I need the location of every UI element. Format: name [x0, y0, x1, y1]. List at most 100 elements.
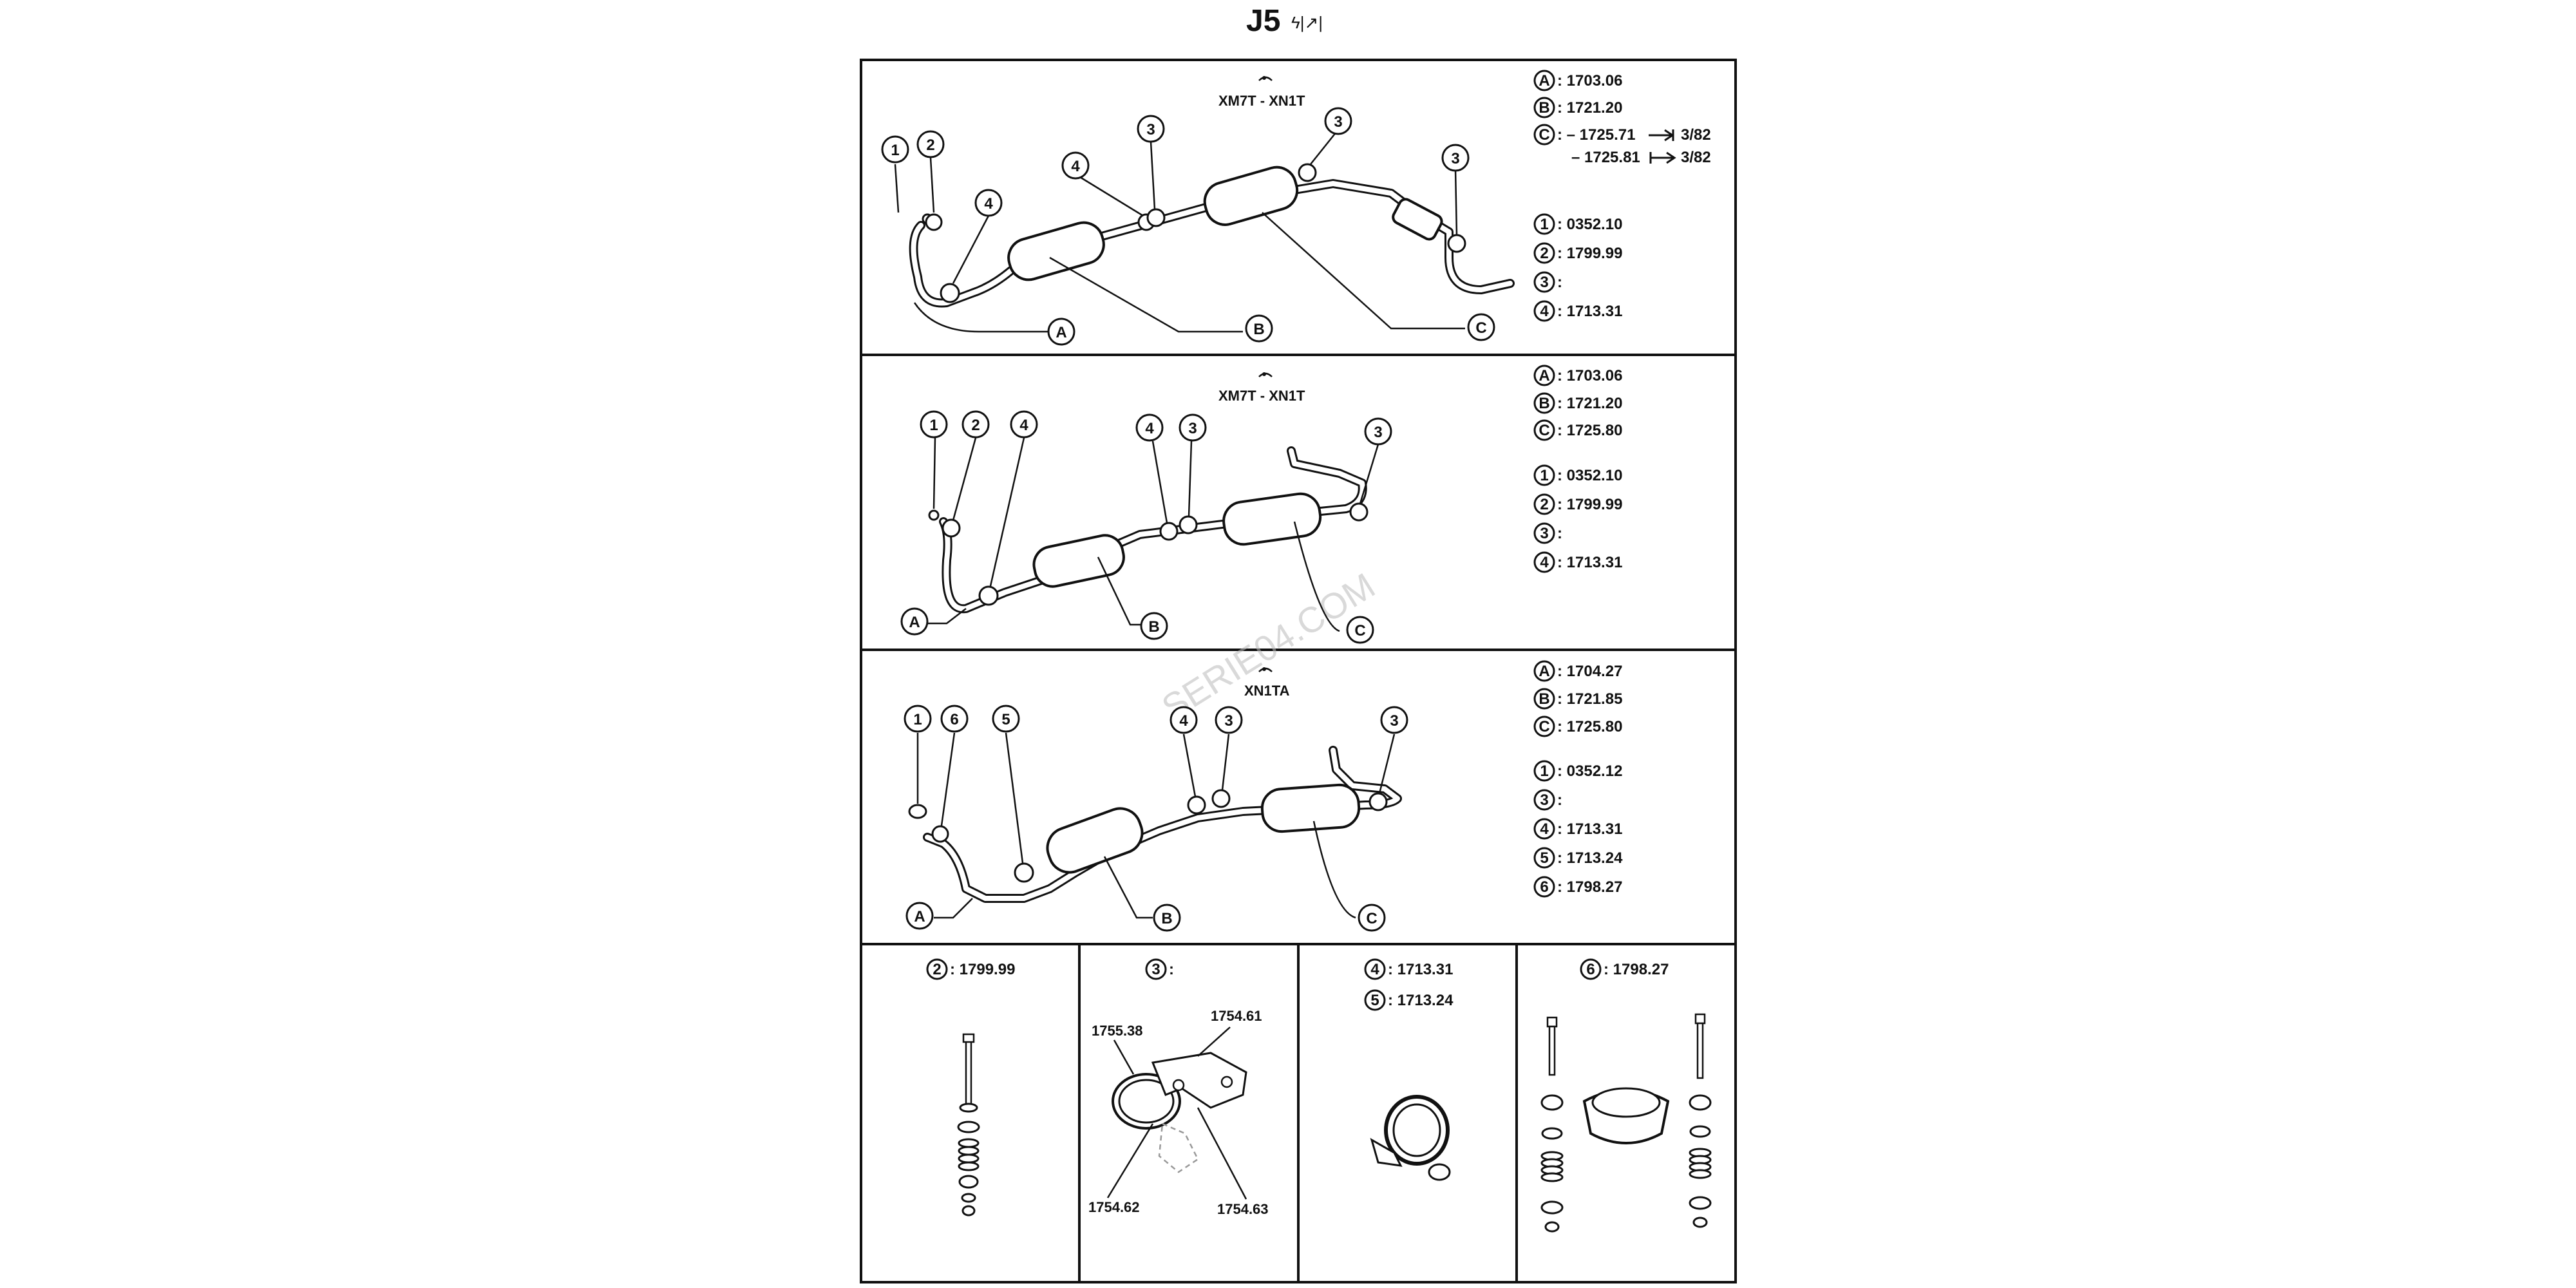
clamp-ring-inner	[1392, 1103, 1441, 1157]
svg-text:C: C	[1539, 126, 1549, 144]
callout-3: 3	[1215, 706, 1243, 734]
c-note-2: 3/82	[1681, 149, 1711, 166]
callout-4: 4	[1170, 706, 1198, 734]
bolt-shank	[965, 1039, 972, 1106]
legend-row-b: B: 1721.20	[1533, 392, 1622, 414]
bracket	[1151, 1052, 1247, 1109]
callout-3: 3	[1137, 115, 1165, 143]
callout-4: 4	[974, 189, 1003, 217]
legend-row-2: 2: 1799.99	[1533, 242, 1622, 264]
panel-3-hanger-3b	[1368, 792, 1388, 811]
panel-3-muffler-c	[1260, 783, 1361, 833]
legend-row-b: B: 1721.20	[1533, 97, 1622, 118]
panel-2-clamp-4b	[1159, 522, 1179, 541]
leader	[1454, 168, 1458, 236]
leader	[1079, 176, 1144, 217]
svg-text:4: 4	[1145, 420, 1154, 437]
rubber-ring	[1112, 1073, 1181, 1130]
panel-1-legend: A: 1703.06 B: 1721.20 C: – 1725.71 3/82 …	[1533, 70, 1711, 322]
svg-text:6: 6	[950, 711, 958, 728]
svg-text:C: C	[1539, 422, 1549, 439]
callout-6: 6	[940, 705, 969, 733]
callout-3: 3	[1179, 413, 1207, 442]
panel-1-muffler-b	[1007, 221, 1105, 281]
sub-part-1754-61: 1754.61	[1211, 1008, 1262, 1024]
callout-5: 5	[992, 705, 1020, 733]
panel-3-gasket-6	[931, 825, 949, 843]
page-title: J5	[1246, 4, 1280, 38]
panel-3-nut-1	[908, 804, 927, 819]
leader-b	[1049, 256, 1243, 333]
svg-text:B: B	[1539, 99, 1549, 117]
nut	[961, 1205, 976, 1217]
svg-text:: – 1725.71: : – 1725.71	[1557, 126, 1635, 144]
svg-text:3: 3	[1151, 961, 1160, 978]
legend-row-c: C: 1725.80	[1533, 715, 1622, 737]
svg-text:3: 3	[1390, 712, 1398, 730]
c-alt: – 1725.81	[1571, 149, 1640, 166]
sedan-icon-dot	[1262, 667, 1266, 671]
svg-text:5: 5	[1370, 992, 1379, 1009]
callout-1: 1	[881, 135, 909, 164]
panel-2-legend: A: 1703.06 B: 1721.20 C: 1725.80 1: 0352…	[1533, 365, 1622, 573]
panel-1-hanger-3c	[1447, 234, 1466, 253]
legend-row-b: B: 1721.85	[1533, 688, 1622, 710]
sub-part-1754-62: 1754.62	[1088, 1199, 1140, 1215]
svg-text:: 1798.27: : 1798.27	[1604, 961, 1669, 978]
cup-washer	[957, 1121, 980, 1133]
bolt-head	[962, 1033, 975, 1043]
sub-part-1755-38: 1755.38	[1092, 1023, 1143, 1039]
from-arrow-icon	[1649, 151, 1676, 164]
svg-text:B: B	[1253, 321, 1264, 338]
svg-text:6: 6	[1540, 878, 1548, 896]
panel-1-clamp-4a	[940, 283, 960, 303]
panel-2-diagram: XM7T - XN1T 1 2 4 4 3 3 A B C	[900, 372, 1392, 644]
leader	[1182, 734, 1197, 797]
panel-2-rubber-2	[942, 518, 961, 538]
leader-a	[927, 608, 967, 625]
c-note-1: 3/82	[1681, 126, 1711, 144]
svg-text:: 1798.27: : 1798.27	[1557, 878, 1622, 896]
panel-2-muffler-b	[1032, 534, 1125, 588]
svg-text:A: A	[1539, 367, 1549, 384]
legend-row-a: A: 1703.06	[1533, 365, 1622, 386]
leader-c	[1312, 820, 1356, 919]
svg-text:: 1799.99: : 1799.99	[1557, 496, 1622, 513]
svg-text:4: 4	[1540, 303, 1549, 320]
svg-text:: 1799.99: : 1799.99	[1557, 245, 1622, 262]
legend-row-c: C: 1725.80	[1533, 419, 1622, 441]
leader-b	[1103, 856, 1153, 919]
callout-4: 4	[1135, 413, 1164, 442]
leader-c	[1262, 212, 1465, 330]
svg-text:5: 5	[1540, 849, 1548, 867]
callout-a: A	[905, 902, 934, 930]
svg-text:4: 4	[1370, 961, 1379, 978]
svg-text:1: 1	[1540, 216, 1548, 233]
detail-1: 2 : 1799.99	[926, 958, 1015, 1217]
svg-text:2: 2	[971, 417, 980, 434]
panel-1-rubber-2	[925, 213, 943, 231]
callout-1: 1	[904, 705, 932, 733]
leader-a	[934, 898, 973, 919]
leader	[1197, 1107, 1247, 1200]
leader	[1113, 1039, 1135, 1075]
callout-a: A	[900, 607, 929, 636]
leader	[940, 732, 956, 826]
legend-row-3: 3:	[1533, 789, 1562, 811]
clamp-lug	[1370, 1137, 1403, 1167]
svg-text:3: 3	[1540, 791, 1548, 809]
legend-row-1: 1: 0352.12	[1533, 760, 1622, 782]
svg-text:5: 5	[1001, 711, 1010, 728]
leader	[933, 437, 936, 509]
panel-2-model: XM7T - XN1T	[1218, 388, 1305, 404]
rubber-ring-inner	[1118, 1079, 1175, 1124]
panel-1-resonator	[1392, 198, 1443, 241]
leader	[1188, 440, 1193, 517]
svg-text::: :	[1169, 961, 1174, 978]
leader-c	[1293, 521, 1340, 632]
svg-text:: 1713.31: : 1713.31	[1557, 554, 1622, 571]
svg-text:: 1713.31: : 1713.31	[1557, 303, 1622, 320]
svg-text:: 0352.10: : 0352.10	[1557, 467, 1622, 484]
callout-3: 3	[1380, 706, 1408, 734]
svg-text:2: 2	[926, 137, 934, 154]
